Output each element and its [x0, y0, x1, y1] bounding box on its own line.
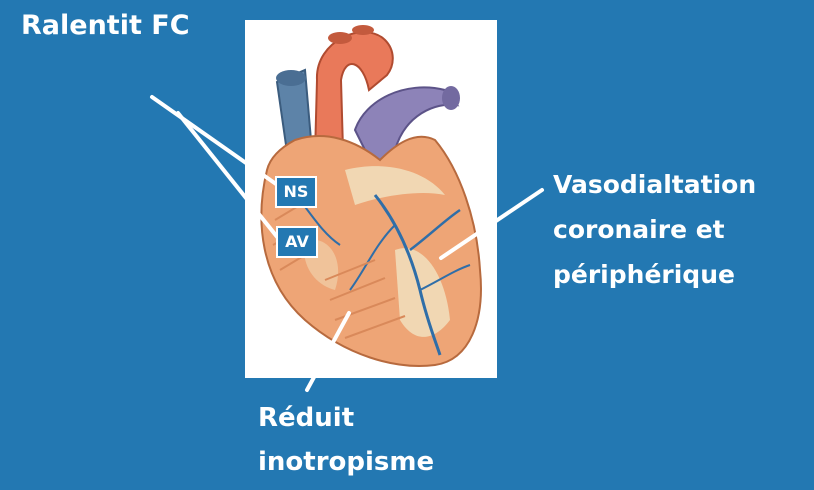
reduit-label-line-1: Réduit [258, 396, 434, 440]
pointer-line-vaso [441, 190, 542, 258]
vasodilatation-label: Vasodialtation coronaire et périphérique [553, 162, 756, 297]
ns-node-box: NS [275, 176, 317, 208]
av-node-box: AV [276, 226, 318, 258]
reduit-label-line-2: inotropisme [258, 440, 434, 484]
vasodilatation-label-line-2: coronaire et [553, 207, 756, 252]
pointer-line-ns [152, 97, 276, 184]
vasodilatation-label-line-3: périphérique [553, 252, 756, 297]
vasodilatation-label-line-1: Vasodialtation [553, 162, 756, 207]
ralentit-fc-label: Ralentit FC [21, 10, 190, 41]
pointer-line-reduit [307, 313, 349, 390]
reduit-inotropisme-label: Réduit inotropisme [258, 396, 434, 484]
